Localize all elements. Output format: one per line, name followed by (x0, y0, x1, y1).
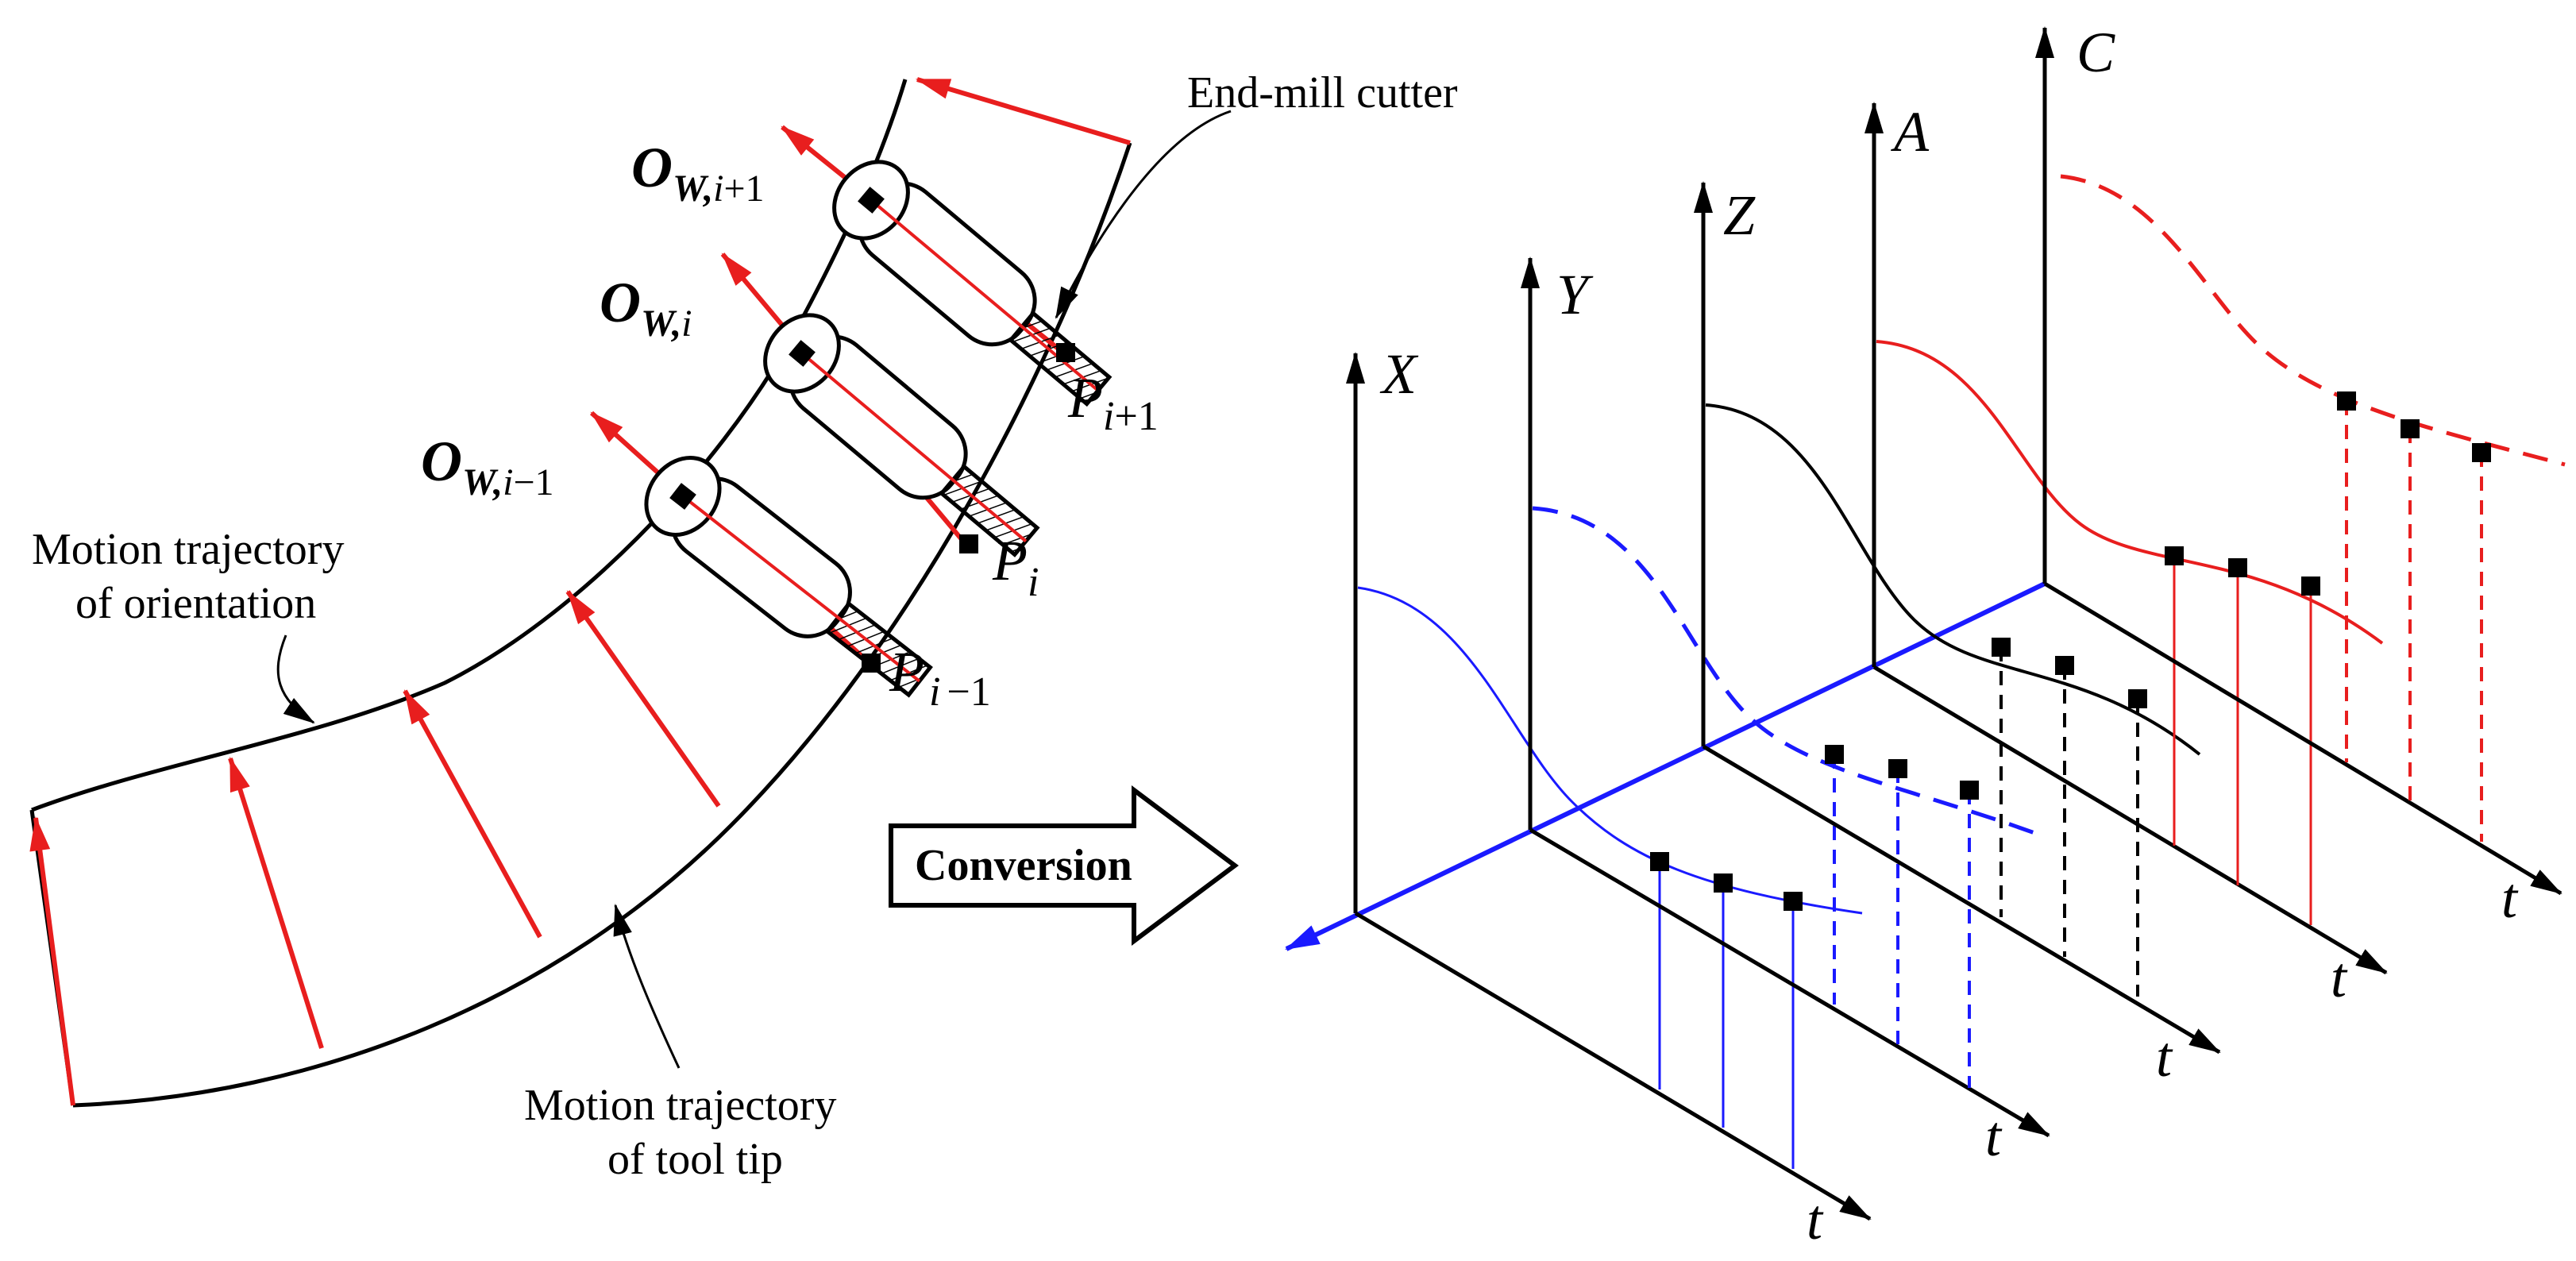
cutter-i (763, 313, 1040, 557)
tool-tip-label-line2: of tool tip (607, 1135, 783, 1184)
time-label: t (2501, 866, 2519, 930)
tool-tip-point (1056, 343, 1075, 362)
orientation-leader (276, 634, 315, 724)
time-label: t (1807, 1188, 1824, 1251)
label-P-i-plus-1: Pi+1 (1067, 366, 1159, 439)
label-O-w-i-minus-1: OW,i−1 (421, 430, 554, 503)
tool-tip-point (959, 534, 978, 553)
tool-tip-leader (613, 904, 681, 1069)
axis-X-group (1346, 352, 1872, 1221)
orientation-label-line1: Motion trajectory (32, 525, 344, 574)
tool-tip-label-line1: Motion trajectory (524, 1081, 836, 1130)
common-axis-blue (1285, 581, 2046, 951)
end-mill-label: End-mill cutter (1187, 68, 1458, 118)
axis-C-group (2035, 26, 2566, 896)
time-label: t (1985, 1105, 2003, 1168)
orientation-trajectory-curve (31, 79, 908, 812)
time-label: t (2156, 1025, 2173, 1089)
orientation-arrow (228, 756, 324, 1049)
axis-label-C: C (2077, 21, 2115, 84)
orientation-arrow (915, 77, 1131, 145)
label-P-i: Pi (992, 529, 1039, 605)
tool-tip-point (862, 654, 881, 673)
conversion-label: Conversion (915, 841, 1132, 890)
axis-Z-group (1694, 181, 2221, 1055)
time-label: t (2331, 946, 2348, 1009)
axis-Y-group (1521, 256, 2050, 1138)
label-O-w-i: OW,i (600, 271, 692, 345)
conversion-arrow: Conversion (889, 785, 1240, 946)
orientation-label-line2: of orientation (75, 579, 316, 628)
axis-label-A: A (1891, 100, 1930, 164)
orientation-arrow (403, 689, 542, 939)
axis-label-Y: Y (1556, 263, 1594, 326)
cutter-i-minus-1 (644, 456, 933, 698)
orientation-arrow (565, 590, 721, 808)
axis-A-group (1865, 102, 2388, 975)
axis-label-X: X (1379, 342, 1419, 406)
end-mill-leader (1055, 110, 1232, 319)
axis-label-Z: Z (1723, 183, 1756, 247)
label-O-w-i-plus-1: OW,i+1 (631, 136, 765, 210)
orientation-arrow (29, 816, 75, 1106)
